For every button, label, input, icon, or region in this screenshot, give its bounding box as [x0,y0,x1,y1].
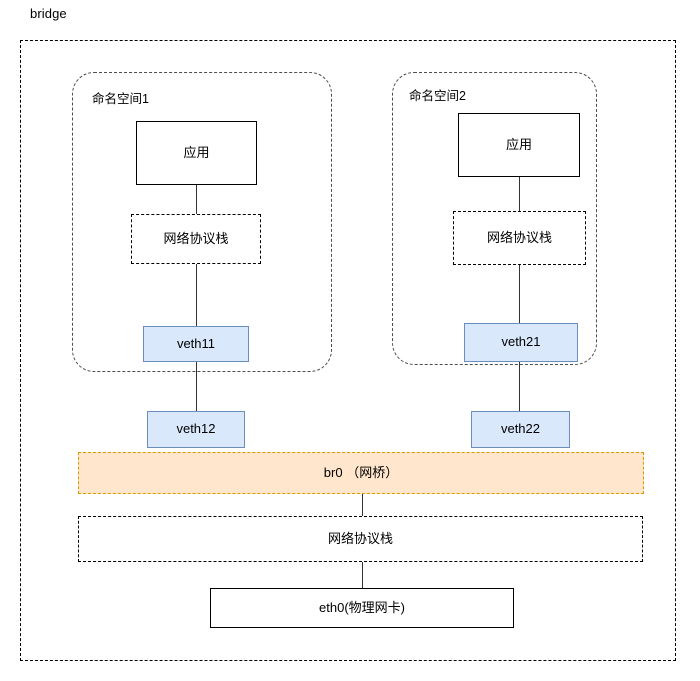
ns1-veth12-label: veth12 [176,421,216,437]
ns1-connector-veth11-to-veth12 [196,362,198,411]
ns2-veth21-box: veth21 [464,323,578,362]
ns2-veth21-label: veth21 [501,334,541,350]
ns1-connector-stack-to-veth11 [196,264,198,326]
ns1-app-label: 应用 [183,144,210,160]
ns1-veth12-box: veth12 [147,411,245,448]
connector-host-stack-to-eth0 [362,562,364,588]
ns2-connector-stack-to-veth21 [519,265,521,323]
ns2-connector-veth21-to-veth22 [519,362,521,411]
host-network-container [20,40,676,661]
ns1-connector-app-to-stack [196,185,198,214]
ns1-protocol-stack-box: 网络协议栈 [131,214,261,264]
ns2-app-box: 应用 [458,113,580,177]
ns2-connector-app-to-stack [519,177,521,211]
eth0-physical-nic-label: eth0(物理网卡) [319,599,405,615]
ns2-protocol-stack-box: 网络协议栈 [453,211,586,265]
ns1-veth11-label: veth11 [176,335,216,351]
host-protocol-stack-box: 网络协议栈 [78,516,643,562]
namespace-2-container [392,72,597,365]
ns2-protocol-stack-label: 网络协议栈 [486,229,552,245]
namespace-1-container [72,72,332,372]
ns2-veth22-box: veth22 [471,411,570,448]
namespace-1-label: 命名空间1 [92,92,149,106]
diagram-title: bridge [30,6,67,21]
bridge-br0-box: br0 （网桥） [78,452,644,494]
namespace-2-label: 命名空间2 [409,89,466,103]
ns2-veth22-label: veth22 [500,421,541,437]
connector-bridge-to-host-stack [362,494,364,516]
ns1-app-box: 应用 [136,121,257,185]
eth0-physical-nic-box: eth0(物理网卡) [210,588,514,628]
host-protocol-stack-label: 网络协议栈 [327,530,393,546]
bridge-br0-label: br0 （网桥） [323,464,399,480]
ns2-app-label: 应用 [505,136,532,152]
ns1-protocol-stack-label: 网络协议栈 [163,230,229,246]
ns1-veth11-box: veth11 [143,326,249,362]
